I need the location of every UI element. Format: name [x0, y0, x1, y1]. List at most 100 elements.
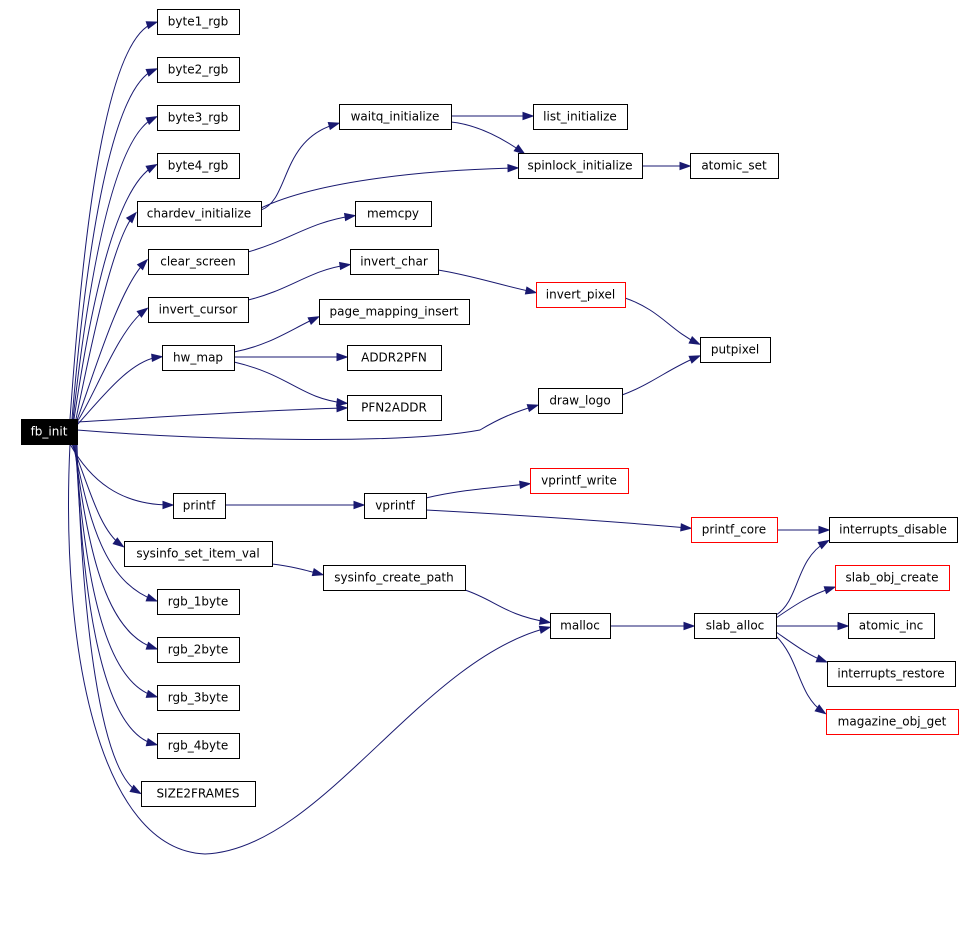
- node-label: rgb_4byte: [168, 739, 228, 753]
- arrowhead-icon: [538, 616, 552, 625]
- node-rgb-1byte[interactable]: rgb_1byte: [157, 589, 240, 615]
- node-size2frames[interactable]: SIZE2FRAMES: [141, 781, 256, 807]
- node-box: [157, 105, 240, 131]
- node-slab-obj-create[interactable]: slab_obj_create: [835, 565, 950, 591]
- node-box: [350, 249, 439, 275]
- node-addr2pfn[interactable]: ADDR2PFN: [347, 345, 442, 371]
- edge-malloc-to-slab_alloc: [610, 621, 696, 631]
- node-page-mapping-insert[interactable]: page_mapping_insert: [319, 299, 470, 325]
- node-box: [157, 57, 240, 83]
- edge-vprintf-to-printf_core: [425, 509, 693, 532]
- edge-fb_init-to-rgb_1byte: [72, 443, 159, 602]
- edge-draw_logo-to-putpixel: [621, 355, 702, 396]
- edge-line: [425, 509, 689, 529]
- node-interrupts-restore[interactable]: interrupts_restore: [827, 661, 956, 687]
- edge-slab_alloc-to-atomic_inc: [776, 621, 850, 631]
- node-label: byte1_rgb: [168, 15, 228, 29]
- arrowhead-icon: [343, 212, 357, 222]
- edge-line: [260, 167, 516, 209]
- edge-line: [72, 443, 155, 601]
- node-label: atomic_inc: [859, 619, 924, 633]
- node-printf-core[interactable]: printf_core: [691, 517, 778, 543]
- edge-invert_char-to-invert_pixel: [437, 269, 538, 295]
- node-box: [141, 781, 256, 807]
- node-label: memcpy: [367, 207, 419, 221]
- node-rgb-3byte[interactable]: rgb_3byte: [157, 685, 240, 711]
- node-spinlock-initialize[interactable]: spinlock_initialize: [518, 153, 643, 179]
- edge-clear_screen-to-memcpy: [247, 212, 357, 253]
- node-vprintf-write[interactable]: vprintf_write: [530, 468, 629, 494]
- node-label: byte3_rgb: [168, 111, 228, 125]
- node-label: printf: [183, 499, 216, 513]
- node-label: invert_char: [360, 255, 428, 269]
- node-byte2-rgb[interactable]: byte2_rgb: [157, 57, 240, 83]
- node-magazine-obj-get[interactable]: magazine_obj_get: [826, 709, 959, 735]
- node-byte4-rgb[interactable]: byte4_rgb: [157, 153, 240, 179]
- node-box: [347, 395, 442, 421]
- node-box: [518, 153, 643, 179]
- node-list-initialize[interactable]: list_initialize: [533, 104, 628, 130]
- arrowhead-icon: [327, 122, 341, 131]
- edge-line: [775, 635, 824, 713]
- node-fb-init[interactable]: fb_init: [21, 419, 78, 445]
- edge-chardev_initialize-to-spinlock_initialize: [260, 163, 520, 209]
- node-waitq-initialize[interactable]: waitq_initialize: [339, 104, 452, 130]
- node-rgb-4byte[interactable]: rgb_4byte: [157, 733, 240, 759]
- node-draw-logo[interactable]: draw_logo: [538, 388, 623, 414]
- node-slab-alloc[interactable]: slab_alloc: [694, 613, 777, 639]
- arrowhead-icon: [336, 352, 349, 362]
- node-box: [157, 589, 240, 615]
- edge-line: [76, 443, 139, 793]
- edge-slab_alloc-to-magazine_obj_get: [775, 635, 827, 715]
- edge-line: [72, 117, 155, 420]
- arrowhead-icon: [145, 68, 159, 77]
- edge-fb_init-to-malloc: [68, 443, 552, 855]
- node-byte1-rgb[interactable]: byte1_rgb: [157, 9, 240, 35]
- node-putpixel[interactable]: putpixel: [700, 337, 771, 363]
- node-clear-screen[interactable]: clear_screen: [148, 249, 249, 275]
- node-memcpy[interactable]: memcpy: [355, 201, 432, 227]
- node-byte3-rgb[interactable]: byte3_rgb: [157, 105, 240, 131]
- node-box: [829, 517, 958, 543]
- node-chardev-initialize[interactable]: chardev_initialize: [137, 201, 262, 227]
- edge-line: [76, 405, 536, 440]
- node-rgb-2byte[interactable]: rgb_2byte: [157, 637, 240, 663]
- node-box: [347, 345, 442, 371]
- node-invert-cursor[interactable]: invert_cursor: [148, 297, 249, 323]
- node-box: [124, 541, 273, 567]
- arrowhead-icon: [145, 163, 158, 174]
- arrowhead-icon: [538, 625, 552, 634]
- edge-line: [76, 261, 146, 421]
- edge-fb_init-to-PFN2ADDR: [76, 403, 349, 423]
- node-atomic-inc[interactable]: atomic_inc: [848, 613, 935, 639]
- node-sysinfo-create-path[interactable]: sysinfo_create_path: [323, 565, 466, 591]
- arrowhead-icon: [145, 689, 159, 698]
- node-box: [339, 104, 452, 130]
- edge-fb_init-to-byte3_rgb: [72, 116, 159, 420]
- node-interrupts-disable[interactable]: interrupts_disable: [829, 517, 958, 543]
- node-hw-map[interactable]: hw_map: [162, 345, 235, 371]
- edge-hw_map-to-PFN2ADDR: [233, 361, 349, 407]
- node-atomic-set[interactable]: atomic_set: [690, 153, 779, 179]
- edge-fb_init-to-SIZE2FRAMES: [76, 443, 142, 795]
- node-invert-char[interactable]: invert_char: [350, 249, 439, 275]
- node-label: spinlock_initialize: [527, 159, 632, 173]
- node-label: atomic_set: [701, 159, 767, 173]
- node-malloc[interactable]: malloc: [550, 613, 611, 639]
- node-pfn2addr[interactable]: PFN2ADDR: [347, 395, 442, 421]
- node-label: waitq_initialize: [351, 110, 440, 124]
- node-printf[interactable]: printf: [173, 493, 226, 519]
- arrowhead-icon: [513, 144, 526, 155]
- node-box: [848, 613, 935, 639]
- edge-line: [425, 483, 528, 499]
- arrowhead-icon: [688, 335, 702, 345]
- arrowhead-icon: [311, 568, 325, 577]
- node-sysinfo-set-item-val[interactable]: sysinfo_set_item_val: [124, 541, 273, 567]
- node-box: [137, 201, 262, 227]
- edge-fb_init-to-draw_logo: [76, 404, 540, 440]
- arrowhead-icon: [145, 21, 159, 30]
- edge-printf-to-vprintf: [225, 500, 366, 510]
- node-vprintf[interactable]: vprintf: [364, 493, 427, 519]
- node-invert-pixel[interactable]: invert_pixel: [536, 282, 626, 308]
- arrowhead-icon: [145, 116, 159, 126]
